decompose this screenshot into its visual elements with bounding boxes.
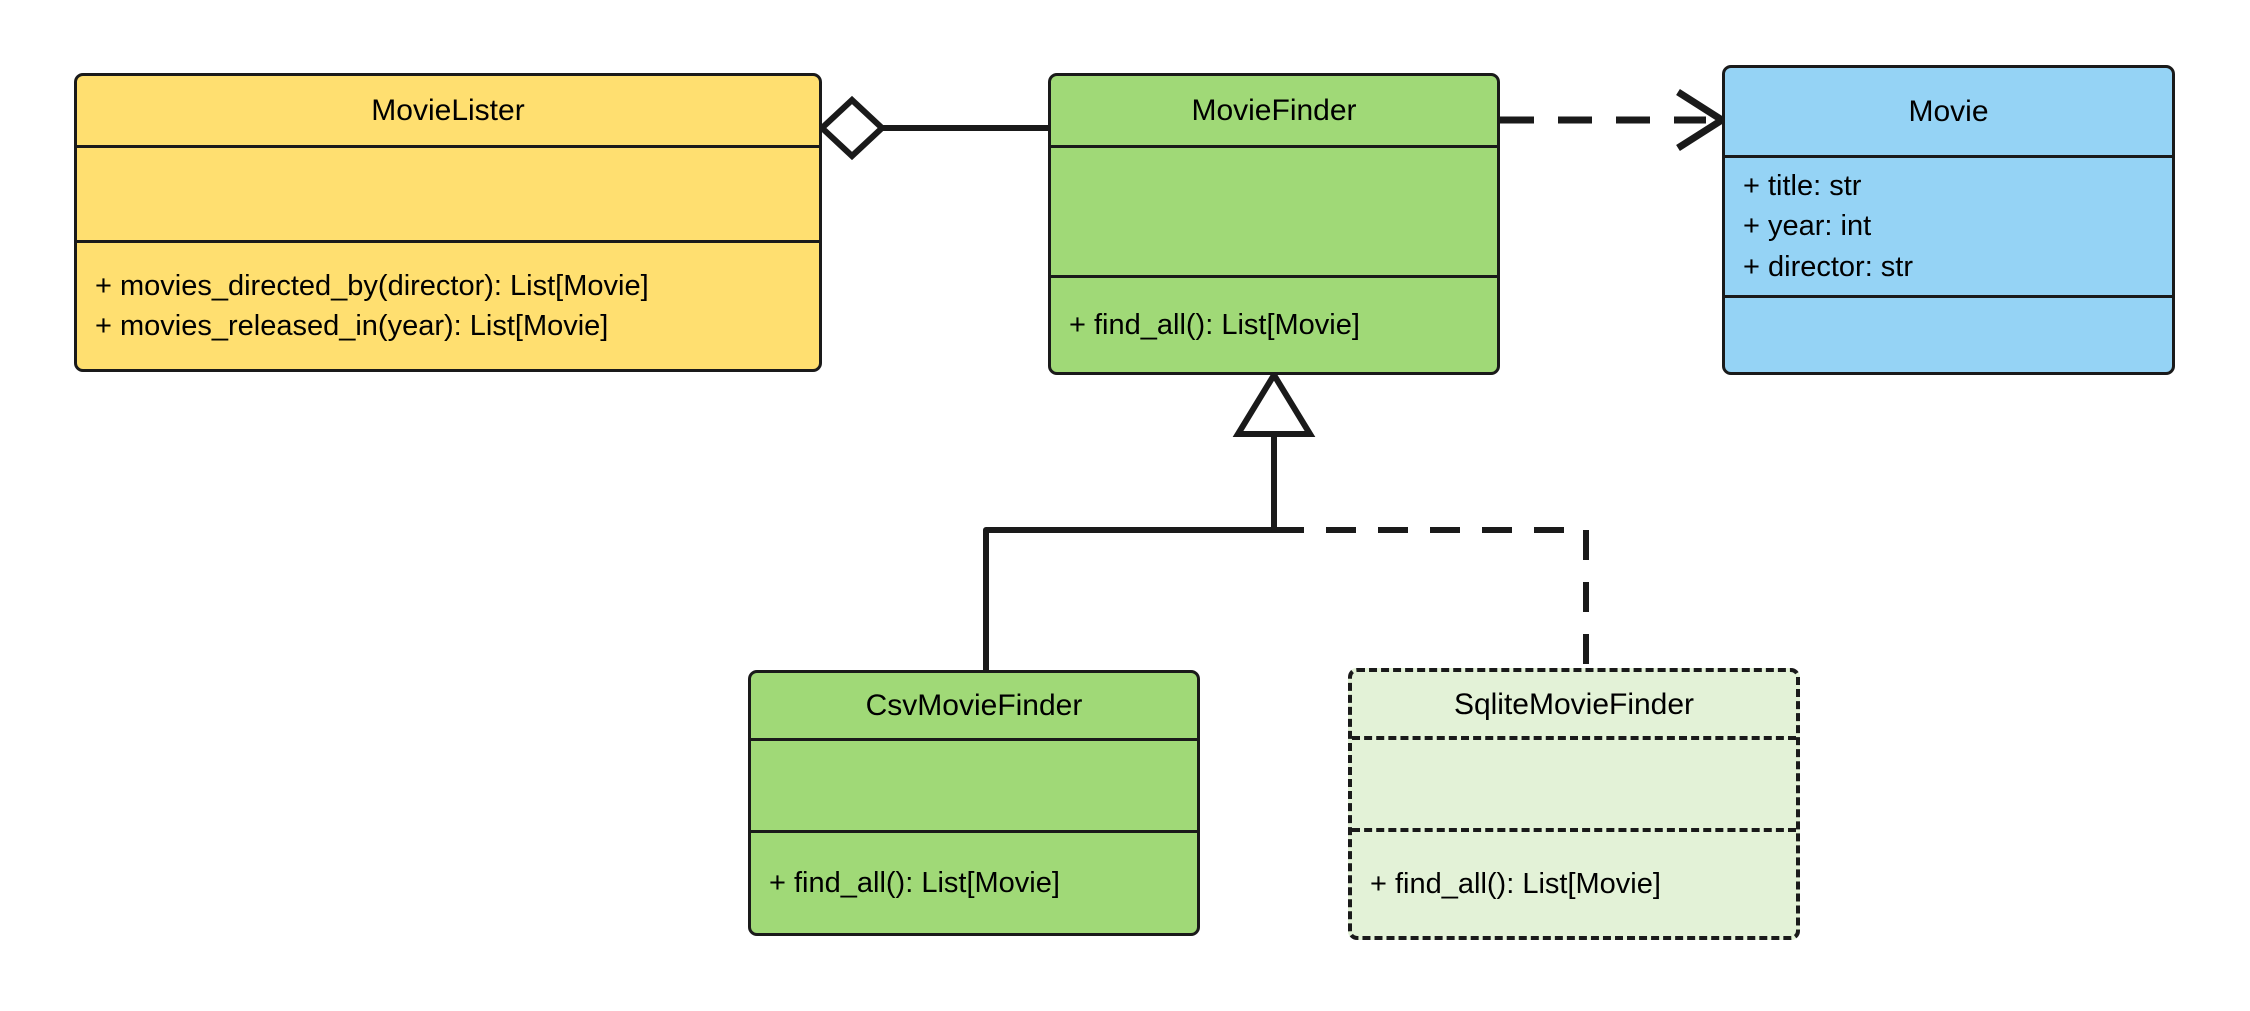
- class-attribute: + year: int: [1743, 210, 1872, 243]
- class-name-label: MovieFinder: [1191, 94, 1357, 127]
- class-method: + find_all(): List[Movie]: [769, 866, 1060, 899]
- name-compartment-movie-finder: MovieFinder: [1051, 76, 1497, 148]
- class-method: + movies_directed_by(director): List[Mov…: [95, 269, 649, 302]
- name-compartment-movie-lister: MovieLister: [77, 76, 819, 148]
- generalization-branch-sqlite: [1274, 527, 1589, 668]
- uml-class-csv-movie-finder[interactable]: CsvMovieFinder + find_all(): List[Movie]: [748, 670, 1200, 936]
- class-method: + movies_released_in(year): List[Movie]: [95, 310, 609, 342]
- uml-class-movie[interactable]: Movie + title: str + year: int + director: …: [1722, 65, 2175, 375]
- class-name-label: MovieLister: [371, 94, 525, 127]
- name-compartment-csv-movie-finder: CsvMovieFinder: [751, 673, 1197, 741]
- attributes-compartment-sqlite-movie-finder: [1352, 740, 1796, 832]
- methods-compartment-movie-lister: + movies_directed_by(director): List[Mov…: [77, 243, 819, 369]
- uml-class-movie-lister[interactable]: MovieLister + movies_directed_by(director…: [74, 73, 822, 372]
- methods-compartment-sqlite-movie-finder: + find_all(): List[Movie]: [1352, 832, 1796, 936]
- hollow-diamond-icon: [817, 95, 887, 161]
- open-arrow-icon: [1676, 89, 1729, 151]
- class-method: + find_all(): List[Movie]: [1370, 867, 1661, 900]
- methods-compartment-csv-movie-finder: + find_all(): List[Movie]: [751, 833, 1197, 933]
- name-compartment-movie: Movie: [1725, 68, 2172, 158]
- attributes-compartment-csv-movie-finder: [751, 741, 1197, 833]
- class-name-label: SqliteMovieFinder: [1453, 687, 1695, 721]
- aggregation-edge-lister-to-finder: [817, 95, 1048, 161]
- methods-compartment-movie-finder: + find_all(): List[Movie]: [1051, 278, 1497, 372]
- class-method: + find_all(): List[Movie]: [1069, 308, 1360, 341]
- dependency-edge-finder-to-movie: [1500, 89, 1729, 151]
- generalization-branch-csv: [983, 527, 1274, 670]
- uml-class-sqlite-movie-finder[interactable]: SqliteMovieFinder + find_all(): List[Movi…: [1348, 668, 1800, 940]
- attributes-compartment-movie: + title: str + year: int + director: str: [1725, 158, 2172, 298]
- name-compartment-sqlite-movie-finder: SqliteMovieFinder: [1352, 672, 1796, 740]
- class-name-label: Movie: [1908, 95, 1989, 128]
- generalization-edge-to-finder: [983, 369, 1589, 670]
- methods-compartment-movie: [1725, 298, 2172, 372]
- class-attribute: + director: str: [1743, 250, 1914, 283]
- class-name-label: CsvMovieFinder: [865, 689, 1083, 722]
- attributes-compartment-movie-finder: [1051, 148, 1497, 278]
- attributes-compartment-movie-lister: [77, 148, 819, 243]
- uml-class-movie-finder[interactable]: MovieFinder + find_all(): List[Movie]: [1048, 73, 1500, 375]
- class-attribute: + title: str: [1743, 170, 1862, 203]
- hollow-triangle-icon: [1232, 369, 1316, 437]
